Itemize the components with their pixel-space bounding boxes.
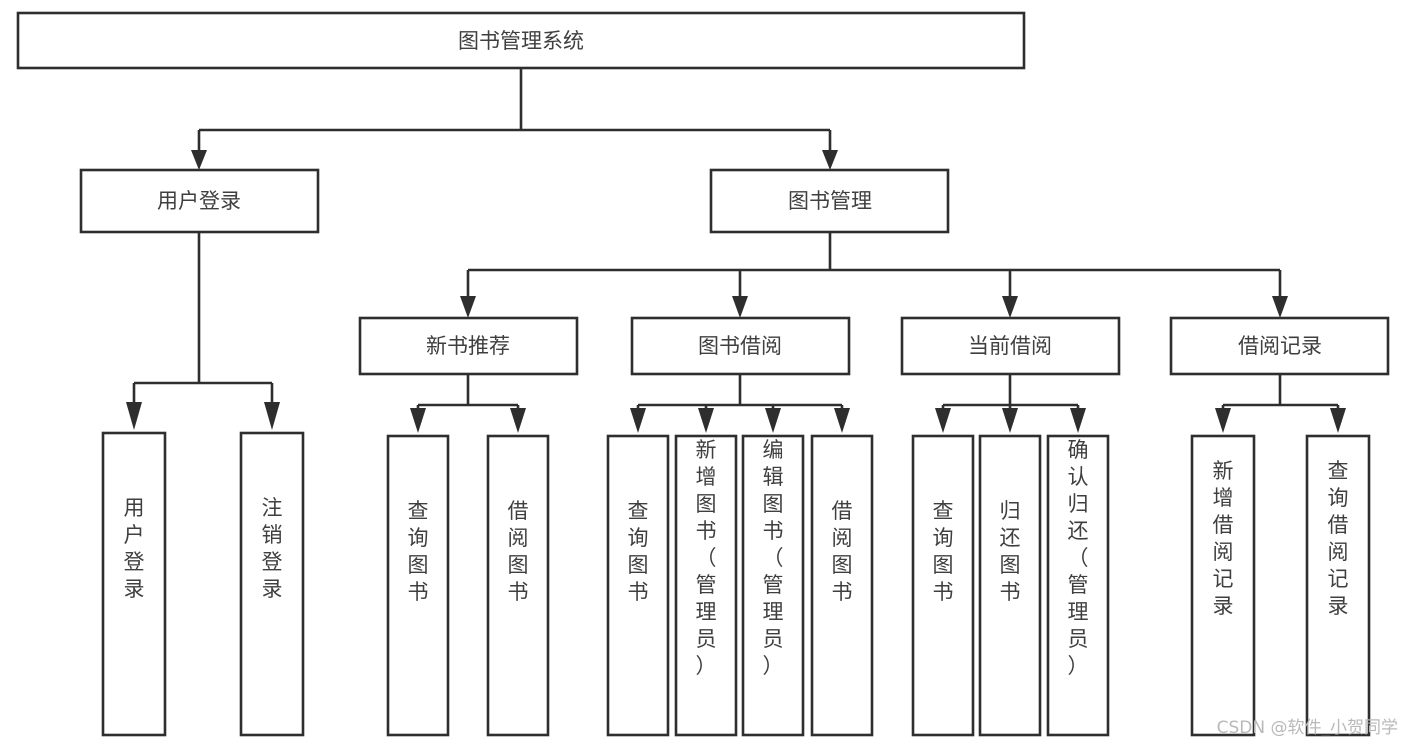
node-current-borrow-label: 当前借阅 <box>968 334 1052 358</box>
node-leaf-query-book-1-label: 查询图书 <box>408 499 429 604</box>
node-leaf-confirm-return-box[interactable] <box>1046 434 1110 737</box>
node-leaf-return-book-label: 归还图书 <box>1000 499 1021 604</box>
arrow-head-leaf-query-book-1 <box>410 408 426 433</box>
arrow-head-user-login <box>191 150 207 170</box>
node-book-manage-box[interactable] <box>709 168 950 234</box>
node-leaf-return-book[interactable]: 归还图书 <box>978 434 1042 737</box>
node-leaf-query-book-2[interactable]: 查询图书 <box>606 434 670 737</box>
node-leaf-borrow-book-1[interactable]: 借阅图书 <box>486 434 550 737</box>
node-leaf-logout-login-label: 注销登录 <box>262 496 283 601</box>
connector-group-borrow-record <box>1215 374 1346 433</box>
connector-group-book-borrow <box>630 374 850 433</box>
arrow-head-new-book-recommend <box>460 296 476 318</box>
node-leaf-confirm-return-label: 确认归还（管理员） <box>1068 438 1089 678</box>
arrow-head-leaf-edit-book <box>765 408 781 433</box>
node-borrow-record-box[interactable] <box>1169 316 1390 376</box>
arrow-head-leaf-query-book-3 <box>935 408 951 433</box>
node-root[interactable]: 图书管理系统 <box>16 11 1026 70</box>
connector-group-current-borrow <box>935 374 1086 433</box>
node-current-borrow[interactable]: 当前借阅 <box>900 316 1121 376</box>
node-user-login[interactable]: 用户登录 <box>79 168 320 234</box>
node-leaf-borrow-book-2-box[interactable] <box>810 434 874 737</box>
node-leaf-edit-book-label: 编辑图书（管理员） <box>763 438 784 678</box>
node-leaf-return-book-box[interactable] <box>978 434 1042 737</box>
node-current-borrow-box[interactable] <box>900 316 1121 376</box>
node-root-label: 图书管理系统 <box>458 29 584 53</box>
node-leaf-add-record[interactable]: 新增借阅记录 <box>1190 434 1256 737</box>
arrow-head-borrow-record <box>1272 296 1288 318</box>
arrow-head-book-manage <box>822 150 838 170</box>
arrow-head-leaf-query-record <box>1330 408 1346 433</box>
node-leaf-user-login-label: 用户登录 <box>124 496 145 601</box>
arrow-head-leaf-query-book-2 <box>630 408 646 433</box>
arrow-head-book-borrow <box>732 296 748 318</box>
arrow-head-leaf-add-book <box>698 408 714 433</box>
node-leaf-query-book-1[interactable]: 查询图书 <box>386 434 450 737</box>
node-new-book-recommend[interactable]: 新书推荐 <box>358 316 579 376</box>
node-borrow-record[interactable]: 借阅记录 <box>1169 316 1390 376</box>
node-leaf-add-record-label: 新增借阅记录 <box>1213 459 1234 618</box>
arrow-head-leaf-borrow-book-1 <box>510 408 526 433</box>
arrow-head-leaf-confirm-return <box>1070 408 1086 433</box>
node-leaf-add-record-box[interactable] <box>1190 434 1256 737</box>
node-leaf-query-book-2-box[interactable] <box>606 434 670 737</box>
node-leaf-edit-book-box[interactable] <box>741 434 805 737</box>
node-leaf-query-book-3-label: 查询图书 <box>933 499 954 604</box>
arrow-head-leaf-borrow-book-2 <box>834 408 850 433</box>
arrow-head-leaf-add-record <box>1215 408 1231 433</box>
node-new-book-recommend-label: 新书推荐 <box>426 334 510 358</box>
node-leaf-borrow-book-2-label: 借阅图书 <box>832 499 853 604</box>
node-new-book-recommend-box[interactable] <box>358 316 579 376</box>
csdn-watermark: CSDN @软件_小贺同学 <box>1217 718 1398 738</box>
node-leaf-query-book-2-label: 查询图书 <box>628 499 649 604</box>
node-book-manage-label: 图书管理 <box>788 189 872 213</box>
node-leaf-user-login-box[interactable] <box>101 431 167 737</box>
node-book-borrow-label: 图书借阅 <box>698 334 782 358</box>
node-leaf-query-record-label: 查询借阅记录 <box>1328 459 1349 618</box>
node-leaf-logout-login-box[interactable] <box>239 431 305 737</box>
node-user-login-label: 用户登录 <box>157 189 241 213</box>
arrow-head-leaf-return-book <box>1002 408 1018 433</box>
node-user-login-box[interactable] <box>79 168 320 234</box>
node-leaf-add-book-label: 新增图书（管理员） <box>696 438 717 678</box>
node-leaf-borrow-book-1-label: 借阅图书 <box>508 499 529 604</box>
arrow-head-leaf-user-login <box>126 402 142 430</box>
node-book-borrow[interactable]: 图书借阅 <box>630 316 851 376</box>
node-borrow-record-label: 借阅记录 <box>1238 334 1322 358</box>
node-leaf-query-record-box[interactable] <box>1305 434 1371 737</box>
connector-group-root <box>191 68 838 170</box>
node-leaf-query-book-3[interactable]: 查询图书 <box>911 434 975 737</box>
node-leaf-confirm-return[interactable]: 确认归还（管理员） <box>1046 434 1110 737</box>
connector-group-user-login <box>126 232 280 430</box>
node-leaf-logout-login[interactable]: 注销登录 <box>239 431 305 737</box>
node-leaf-borrow-book-1-box[interactable] <box>486 434 550 737</box>
node-book-borrow-box[interactable] <box>630 316 851 376</box>
node-book-manage[interactable]: 图书管理 <box>709 168 950 234</box>
arrow-head-leaf-logout-login <box>264 402 280 430</box>
node-leaf-add-book-box[interactable] <box>674 434 738 737</box>
node-leaf-query-book-1-box[interactable] <box>386 434 450 737</box>
connector-group-new-book-recommend <box>410 374 526 433</box>
node-leaf-query-book-3-box[interactable] <box>911 434 975 737</box>
node-leaf-edit-book[interactable]: 编辑图书（管理员） <box>741 434 805 737</box>
node-leaf-query-record[interactable]: 查询借阅记录 <box>1305 434 1371 737</box>
node-leaf-add-book[interactable]: 新增图书（管理员） <box>674 434 738 737</box>
node-leaf-user-login[interactable]: 用户登录 <box>101 431 167 737</box>
node-root-box[interactable] <box>16 11 1026 70</box>
arrow-head-current-borrow <box>1002 296 1018 318</box>
node-leaf-borrow-book-2[interactable]: 借阅图书 <box>810 434 874 737</box>
connector-group-book-manage <box>460 232 1288 318</box>
